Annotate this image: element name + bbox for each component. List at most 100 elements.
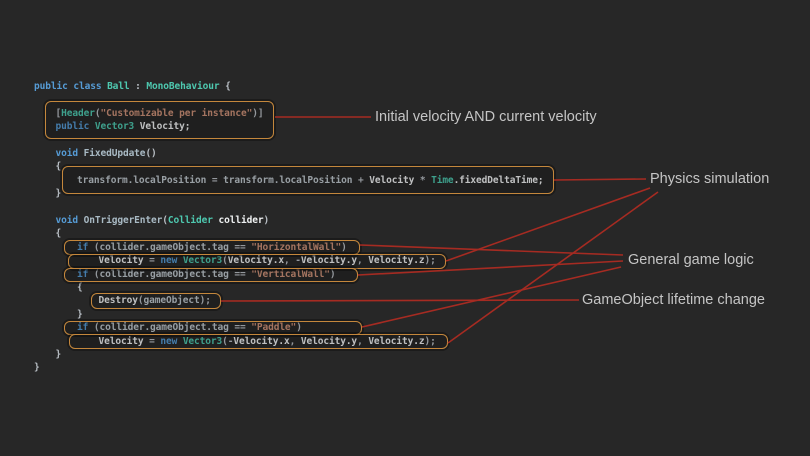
if-verticalwall-box	[64, 267, 358, 282]
label-initial-velocity: Initial velocity AND current velocity	[375, 109, 597, 125]
code-token-punct: )	[263, 215, 270, 226]
code-token-bright: Destroy	[98, 295, 138, 307]
connector-line	[357, 260, 624, 276]
code-line: Destroy(gameObject);	[98, 294, 212, 307]
code-token-punct: ,	[357, 335, 369, 347]
code-line: {	[77, 281, 83, 294]
code-token-string: "Paddle"	[251, 322, 297, 334]
code-token-punct: ==	[234, 241, 252, 253]
code-token-punct: }	[55, 349, 62, 360]
code-token-type: Ball	[107, 81, 130, 92]
code-token-punct: );	[424, 335, 436, 347]
code-token-bright: Velocity	[98, 255, 150, 267]
code-token-punct: );	[199, 295, 211, 307]
code-token-ident: transform.localPosition	[223, 174, 358, 186]
code-token-punct: , -	[283, 255, 301, 267]
code-token-punct: =	[211, 174, 224, 186]
code-token-punct: );	[424, 255, 436, 267]
code-token-string: "HorizontalWall"	[251, 241, 342, 253]
code-token-bright: .fixedDeltaTime;	[453, 174, 544, 186]
code-token-keyword: void	[55, 148, 84, 159]
code-line: void OnTriggerEnter(Collider collider)	[56, 214, 270, 227]
velocity-bounce-x-box	[69, 334, 448, 350]
code-token-ident: collider.gameObject.tag	[99, 241, 235, 253]
code-token-punct: (	[222, 255, 228, 267]
code-line: if (collider.gameObject.tag == "Vertical…	[77, 268, 336, 281]
code-token-type: Header	[61, 107, 95, 119]
code-token-punct: {	[55, 228, 62, 240]
code-token-type: Time	[431, 174, 454, 186]
code-token-bright: Velocity.z	[368, 255, 425, 267]
label-general-game-logic: General game logic	[628, 252, 754, 268]
label-physics-simulation: Physics simulation	[650, 171, 770, 187]
code-line: [Header("Customizable per instance")]	[56, 107, 264, 120]
code-token-type: Vector3	[182, 335, 223, 347]
code-token-bright: Velocity;	[134, 121, 191, 133]
code-line: }	[56, 187, 62, 200]
code-line: public class Ball : MonoBehaviour {	[34, 80, 231, 93]
code-token-punct: )	[341, 241, 347, 253]
code-token-keyword: if	[77, 322, 94, 334]
code-token-bright: Velocity.x	[233, 335, 290, 347]
code-token-punct: ==	[234, 322, 252, 334]
code-line: if (collider.gameObject.tag == "Paddle")	[77, 321, 302, 334]
connector-line	[359, 244, 624, 256]
code-token-keyword: if	[77, 241, 94, 253]
code-token-keyword: new	[160, 335, 183, 347]
code-line: if (collider.gameObject.tag == "Horizont…	[77, 241, 347, 254]
code-token-punct: (	[94, 107, 101, 119]
code-token-keyword: public	[55, 121, 95, 133]
code-token-punct: *	[419, 174, 432, 186]
code-token-punct: }	[55, 188, 62, 200]
code-line: Velocity = new Vector3(-Velocity.x, Velo…	[99, 335, 436, 348]
code-line: transform.localPosition = transform.loca…	[77, 174, 544, 187]
code-token-punct: (	[93, 241, 100, 253]
code-token-bright: Velocity	[369, 174, 420, 186]
code-token-keyword: public class	[34, 81, 108, 92]
code-token-bright: collider	[212, 215, 264, 226]
code-token-punct: =	[149, 255, 161, 267]
code-token-punct: (	[93, 268, 100, 280]
code-token-punct: (	[162, 215, 168, 226]
connector-line	[553, 178, 647, 181]
code-token-punct: )	[329, 268, 336, 280]
code-line: }	[56, 348, 62, 361]
connector-line	[447, 191, 659, 344]
code-line: }	[77, 308, 83, 321]
code-token-bright: Velocity.z	[368, 335, 425, 347]
code-token-type: Vector3	[94, 121, 135, 133]
code-token-string: "VerticalWall"	[251, 268, 330, 280]
code-token-ident: transform.localPosition	[77, 174, 212, 186]
code-token-punct: :	[129, 81, 147, 92]
code-line: {	[56, 160, 62, 173]
code-line: public Vector3 Velocity;	[56, 120, 191, 133]
code-token-punct: (	[137, 295, 144, 307]
code-token-method: FixedUpdate	[83, 148, 146, 159]
code-token-bright: Velocity.y	[300, 255, 358, 267]
code-token-punct: =	[149, 335, 161, 347]
code-token-keyword: if	[77, 268, 94, 280]
code-line: void FixedUpdate()	[56, 147, 157, 160]
code-line: {	[56, 227, 62, 240]
code-token-type: MonoBehaviour	[146, 81, 220, 92]
code-token-punct: {	[77, 282, 83, 293]
code-token-punct: ==	[234, 268, 252, 280]
connector-line	[361, 266, 622, 328]
code-line: }	[34, 361, 40, 374]
code-token-punct: ()	[145, 148, 157, 159]
code-token-type: Collider	[167, 215, 213, 226]
code-token-punct: +	[358, 174, 370, 186]
code-token-punct: {	[55, 161, 62, 173]
label-gameobject-lifetime: GameObject lifetime change	[582, 292, 765, 308]
code-token-keyword: new	[160, 255, 183, 267]
code-token-ident: collider.gameObject.tag	[99, 322, 235, 334]
code-token-punct: (-	[222, 335, 234, 347]
destroy-box	[91, 293, 221, 309]
code-token-ident: gameObject	[143, 295, 200, 307]
code-token-method: OnTriggerEnter	[83, 215, 163, 226]
code-token-punct: }	[77, 308, 83, 320]
connector-line	[220, 299, 580, 302]
code-token-punct: {	[219, 81, 231, 92]
